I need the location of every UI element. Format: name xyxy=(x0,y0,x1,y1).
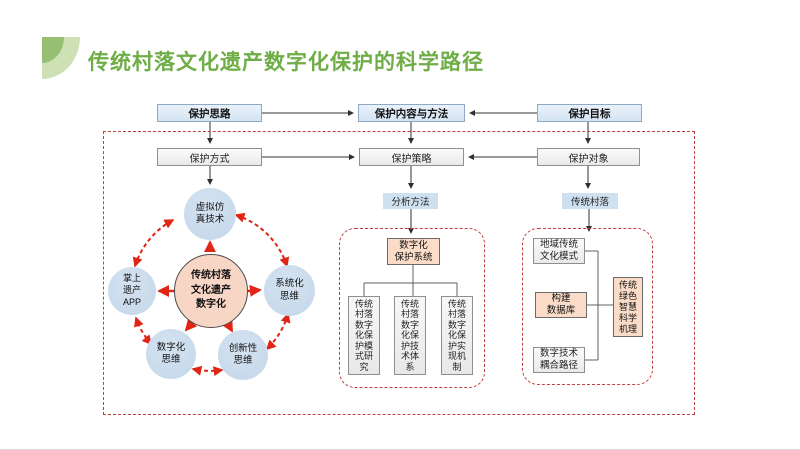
label-analysis-method: 分析方法 xyxy=(383,193,438,209)
box-digital-protection-system: 数字化 保护系统 xyxy=(387,238,440,265)
cycle-circle-systematic-thinking: 系统化 思维 xyxy=(264,265,315,316)
page-title: 传统村落文化遗产数字化保护的科学路径 xyxy=(88,51,484,74)
analysis-system-frame xyxy=(339,228,485,388)
box-protection-content-method: 保护内容与方法 xyxy=(358,104,465,122)
box-protection-realization-mechanism: 传统村落数字化保护实现机制 xyxy=(441,296,473,375)
cycle-center-circle: 传统村落 文化遗产 数字化 xyxy=(174,254,248,328)
box-protection-goal: 保护目标 xyxy=(537,104,642,122)
cycle-circle-innovative-thinking: 创新性 思维 xyxy=(218,330,268,380)
village-system-frame xyxy=(522,228,653,385)
box-regional-culture-pattern: 地域传统 文化模式 xyxy=(533,238,585,264)
box-protection-mode: 保护方式 xyxy=(157,148,262,166)
leaf-icon-inner xyxy=(42,37,64,63)
label-traditional-village: 传统村落 xyxy=(562,193,618,209)
leaf-icon xyxy=(42,37,80,79)
box-protection-strategy: 保护策略 xyxy=(359,148,464,166)
main-dashed-frame xyxy=(103,131,695,415)
box-protection-idea: 保护思路 xyxy=(157,104,262,122)
box-build-database: 构建 数据库 xyxy=(535,292,587,318)
cycle-circle-handheld-heritage-app: 掌上 遗产 APP xyxy=(108,267,156,315)
cycle-circle-digital-thinking: 数字化 思维 xyxy=(146,329,196,379)
box-green-wisdom-mechanism: 传统绿色智慧科学机理 xyxy=(613,277,643,337)
box-protection-mode-research: 传统村落数字化保护模式研究 xyxy=(348,296,380,375)
box-protection-object: 保护对象 xyxy=(537,148,640,166)
cycle-circle-virtual-simulation: 虚拟仿 真技术 xyxy=(184,188,236,240)
box-digital-tech-coupling-path: 数字技术 耦合路径 xyxy=(533,347,585,373)
box-protection-tech-system: 传统村落数字化保护技术体系 xyxy=(394,296,426,375)
